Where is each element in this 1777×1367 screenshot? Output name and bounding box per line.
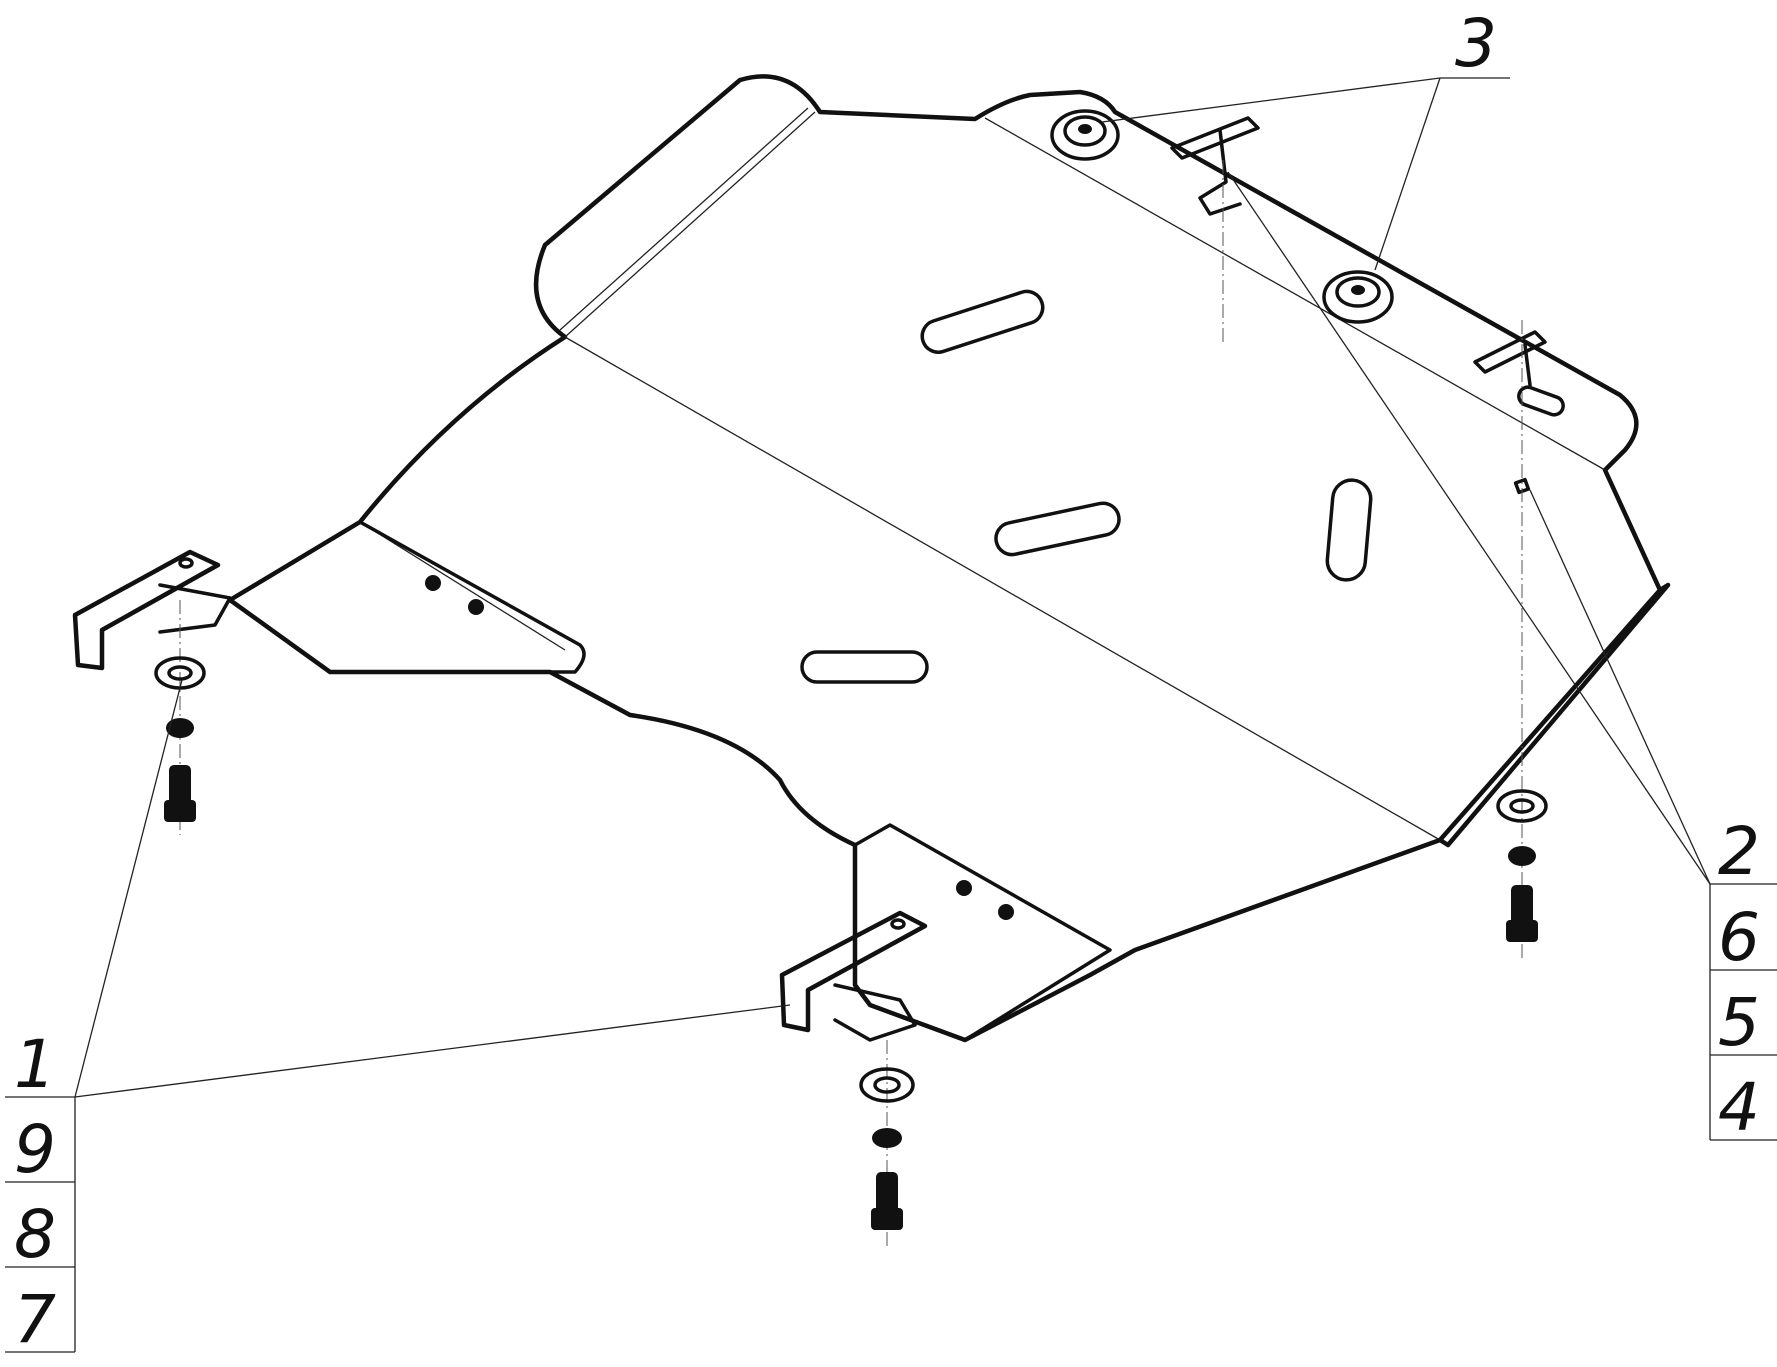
callout-2: 2 bbox=[1718, 813, 1760, 890]
left-fastener-stack bbox=[154, 600, 206, 835]
rear-clip-2 bbox=[1473, 330, 1547, 387]
left-front-bracket bbox=[72, 549, 232, 671]
rear-fold-line bbox=[984, 117, 1606, 471]
slot-hole bbox=[1517, 385, 1565, 417]
slot-hole bbox=[920, 289, 1045, 354]
side-edge-line bbox=[359, 521, 566, 651]
right-flange bbox=[1437, 582, 1671, 848]
slot-hole bbox=[800, 650, 929, 684]
callout-9: 9 bbox=[14, 1111, 56, 1188]
slot-hole bbox=[994, 501, 1121, 557]
callout-8: 8 bbox=[14, 1196, 56, 1273]
leader-lines bbox=[74, 77, 1711, 1098]
callout-stack-left: 1 9 8 7 bbox=[5, 1026, 76, 1358]
callout-5: 5 bbox=[1718, 984, 1760, 1061]
front-fold-line-2 bbox=[559, 107, 809, 331]
callout-stack-right: 2 6 5 4 bbox=[1709, 813, 1777, 1146]
bottom-front-bracket bbox=[779, 910, 928, 1042]
callout-3: 3 bbox=[1455, 5, 1497, 82]
tab-hole bbox=[425, 575, 441, 591]
rear-fastener-stack bbox=[1496, 320, 1548, 960]
rear-nut bbox=[1513, 477, 1531, 495]
tab-hole bbox=[956, 880, 972, 896]
rear-clip-1 bbox=[1170, 116, 1260, 216]
slotted-holes bbox=[800, 289, 1565, 684]
front-fold-line bbox=[564, 111, 816, 338]
callout-6: 6 bbox=[1718, 899, 1760, 976]
callout-1: 1 bbox=[14, 1026, 56, 1103]
callout-4: 4 bbox=[1718, 1069, 1760, 1146]
tab-hole bbox=[998, 904, 1014, 920]
callout-7: 7 bbox=[14, 1281, 56, 1358]
skid-plate bbox=[227, 74, 1671, 1043]
skid-plate-outline bbox=[227, 74, 1663, 1043]
rubber-washer-1 bbox=[1050, 109, 1120, 161]
center-fold-line bbox=[564, 336, 1441, 841]
rubber-washer-2 bbox=[1322, 270, 1394, 324]
tab-hole bbox=[468, 599, 484, 615]
bottom-mounting-tab bbox=[853, 823, 1112, 1042]
bottom-fastener-stack bbox=[859, 1040, 915, 1250]
left-mounting-tab bbox=[228, 520, 586, 674]
slot-hole bbox=[1325, 478, 1373, 582]
